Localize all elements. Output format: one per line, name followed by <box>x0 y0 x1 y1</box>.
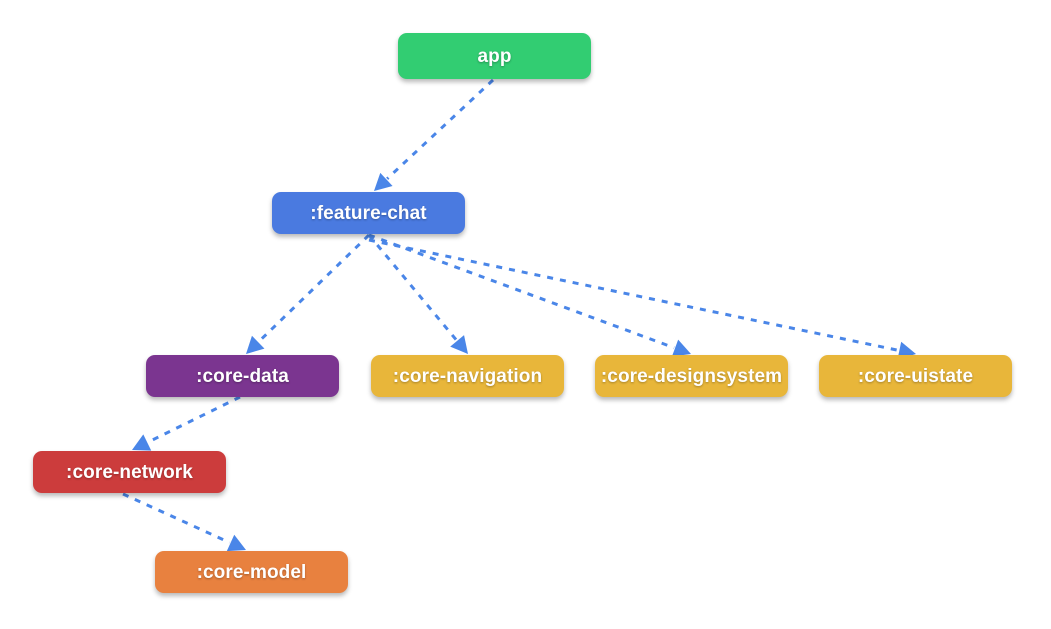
node-core-data[interactable]: :core-data <box>146 355 339 397</box>
node-core-uistate[interactable]: :core-uistate <box>819 355 1012 397</box>
arrowhead-icon <box>246 335 265 354</box>
arrowhead-icon <box>226 534 246 552</box>
arrowhead-icon <box>132 434 152 451</box>
node-core-network[interactable]: :core-network <box>33 451 226 493</box>
node-label-core-model: :core-model <box>196 561 307 583</box>
node-label-feature-chat: :feature-chat <box>310 202 427 224</box>
edge-core-network-to-core-model <box>122 492 246 552</box>
arrowhead-icon <box>374 172 393 191</box>
node-app[interactable]: app <box>398 33 591 79</box>
node-label-core-navigation: :core-navigation <box>392 365 543 387</box>
node-core-navigation[interactable]: :core-navigation <box>371 355 564 397</box>
node-core-designsystem[interactable]: :core-designsystem <box>595 355 788 397</box>
edge-core-data-to-core-network <box>132 395 241 451</box>
node-label-app: app <box>477 45 512 67</box>
edge-feature-chat-to-core-data <box>246 233 371 354</box>
node-feature-chat[interactable]: :feature-chat <box>272 192 465 234</box>
node-label-core-data: :core-data <box>196 365 289 387</box>
edge-app-to-feature-chat <box>374 78 495 191</box>
node-label-core-network: :core-network <box>66 461 193 483</box>
node-label-core-uistate: :core-uistate <box>857 365 974 387</box>
edge-feature-chat-to-core-designsystem <box>368 233 691 357</box>
edge-feature-chat-to-core-navigation <box>367 234 468 354</box>
edge-feature-chat-to-core-uistate <box>368 238 916 360</box>
arrowhead-icon <box>450 335 468 354</box>
node-core-model[interactable]: :core-model <box>155 551 348 593</box>
node-label-core-designsystem: :core-designsystem <box>600 365 783 387</box>
